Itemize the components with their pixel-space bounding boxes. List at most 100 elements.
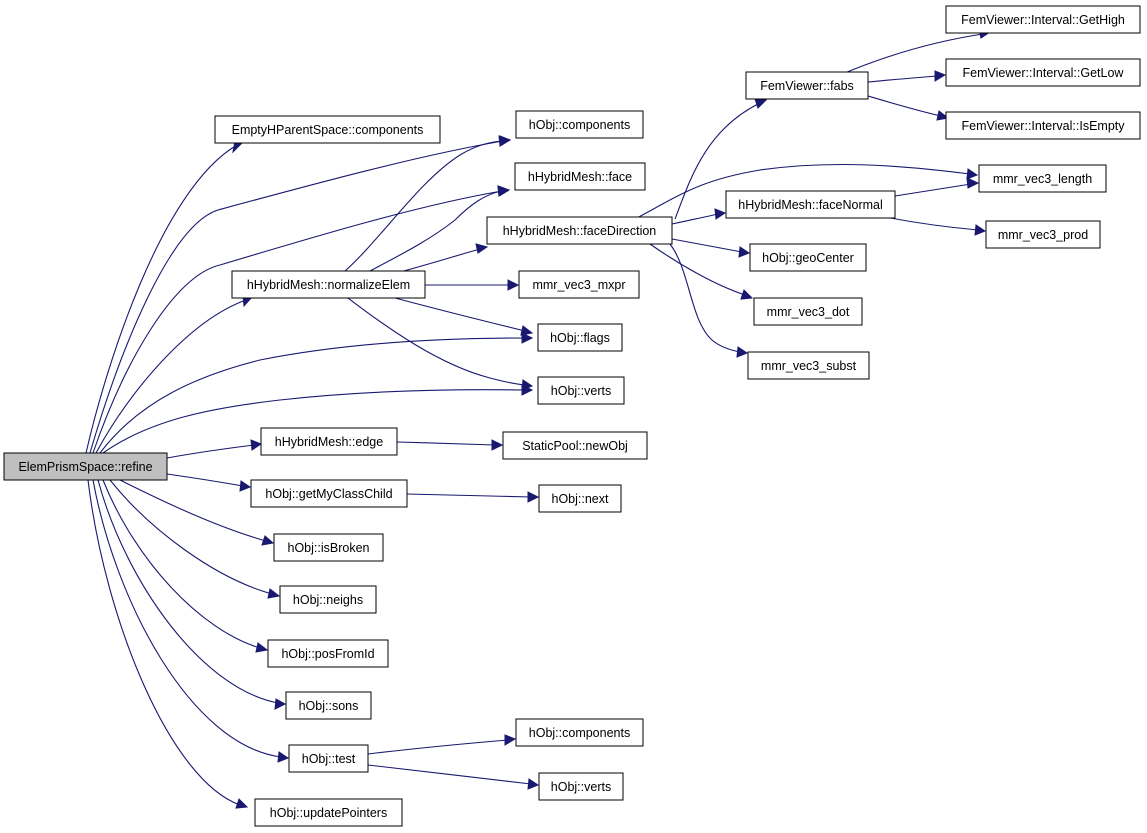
edge-refine-to-getmyclasschild [166, 473, 244, 487]
node-label: ElemPrismSpace::refine [18, 460, 152, 474]
node-hhybridmesh-face[interactable]: hHybridMesh::face [514, 162, 646, 191]
node-label: hObj::updatePointers [270, 806, 387, 820]
node-label: mmr_vec3_mxpr [532, 278, 625, 292]
node-interval-isempty[interactable]: FemViewer::Interval::IsEmpty [945, 111, 1141, 140]
edge-facedirection-to-facenormal [671, 213, 719, 225]
node-hobj-verts-top[interactable]: hObj::verts [537, 376, 625, 405]
edge-refine-to-test [92, 479, 282, 758]
node-mmr-vec3-prod[interactable]: mmr_vec3_prod [985, 220, 1101, 249]
node-label: hObj::next [552, 492, 610, 506]
node-label: hObj::verts [551, 780, 611, 794]
node-mmr-vec3-mxpr[interactable]: mmr_vec3_mxpr [518, 270, 640, 299]
node-mmr-vec3-dot[interactable]: mmr_vec3_dot [753, 297, 863, 326]
edge-arrowhead [267, 588, 281, 599]
node-hobj-verts-bottom[interactable]: hObj::verts [538, 772, 624, 801]
node-label: hObj::isBroken [288, 541, 370, 555]
edge-arrowhead [714, 208, 727, 220]
node-hhybridmesh-facedirection[interactable]: hHybridMesh::faceDirection [486, 216, 673, 245]
node-label: hObj::geoCenter [762, 251, 854, 265]
node-hobj-sons[interactable]: hObj::sons [285, 691, 372, 720]
node-hobj-geocenter[interactable]: hObj::geoCenter [749, 243, 867, 272]
node-hobj-isbroken[interactable]: hObj::isBroken [273, 533, 384, 562]
edge-getmyclasschild-to-next [406, 493, 532, 498]
edge-normalizeelem-to-hobj-verts [347, 297, 526, 386]
edge-arrowhead [261, 535, 275, 546]
call-edges [85, 28, 992, 809]
node-label: mmr_vec3_prod [998, 228, 1088, 242]
node-staticpool-newobj[interactable]: StaticPool::newObj [502, 431, 648, 460]
node-hobj-test[interactable]: hObj::test [288, 744, 369, 773]
node-mmr-vec3-subst[interactable]: mmr_vec3_subst [747, 351, 870, 380]
edge-arrowhead [274, 698, 287, 710]
node-label: hObj::getMyClassChild [265, 487, 392, 501]
node-label: hObj::posFromId [281, 647, 374, 661]
edge-arrowhead [499, 135, 512, 147]
edge-fabs-to-gethigh [839, 33, 984, 76]
node-label: hHybridMesh::normalizeElem [247, 278, 410, 292]
node-label: FemViewer::fabs [760, 79, 854, 93]
node-hobj-flags[interactable]: hObj::flags [537, 323, 623, 352]
edge-arrowhead [255, 642, 269, 653]
edge-facedirection-to-subst [669, 243, 741, 353]
node-label: mmr_vec3_length [993, 172, 1092, 186]
edge-refine-to-neighs [109, 479, 273, 595]
edge-arrowhead [974, 224, 987, 236]
node-label: FemViewer::Interval::GetLow [963, 66, 1125, 80]
node-hhybridmesh-edge[interactable]: hHybridMesh::edge [260, 427, 398, 456]
node-elemprismspace-refine[interactable]: ElemPrismSpace::refine [3, 452, 168, 481]
node-label: hObj::components [529, 118, 630, 132]
edge-arrowhead [527, 778, 540, 790]
edge-normalizeelem-to-hobj-flags [394, 297, 526, 332]
edge-facedirection-to-length [634, 163, 971, 220]
node-label: hHybridMesh::face [528, 170, 632, 184]
edge-arrowhead [966, 177, 980, 189]
node-hobj-neighs[interactable]: hObj::neighs [279, 585, 377, 614]
node-label: hObj::flags [550, 331, 610, 345]
node-hobj-posfromid[interactable]: hObj::posFromId [267, 639, 389, 668]
edge-arrowhead [507, 279, 520, 291]
node-label: FemViewer::Interval::IsEmpty [961, 119, 1125, 133]
node-label: hObj::neighs [293, 593, 363, 607]
node-hobj-updatepointers[interactable]: hObj::updatePointers [254, 798, 403, 827]
node-interval-getlow[interactable]: FemViewer::Interval::GetLow [945, 58, 1141, 87]
node-emptyhparentspace-components[interactable]: EmptyHParentSpace::components [214, 115, 441, 144]
edge-arrowhead [497, 185, 511, 197]
node-mmr-vec3-length[interactable]: mmr_vec3_length [978, 164, 1107, 193]
edge-fabs-to-isempty [867, 95, 942, 117]
edge-hhybridmesh-edge-to-newobj [396, 441, 496, 446]
node-label: hObj::verts [551, 384, 611, 398]
edge-arrowhead [520, 325, 534, 336]
edge-fabs-to-getlow [867, 75, 939, 83]
edge-arrowhead [235, 798, 249, 809]
node-label: hObj::test [302, 752, 356, 766]
edge-refine-to-hhybridmesh-edge [166, 444, 255, 459]
edge-normalizeelem-to-facedirection [399, 248, 481, 273]
node-label: hHybridMesh::edge [275, 435, 383, 449]
edge-refine-to-hobj-components [89, 140, 504, 454]
node-hobj-next[interactable]: hObj::next [538, 484, 622, 513]
edge-arrowhead [934, 70, 947, 82]
edge-facedirection-to-fabs [674, 102, 761, 220]
edge-arrowhead [521, 379, 534, 391]
edge-facedirection-to-dot [649, 243, 746, 296]
node-hhybridmesh-facenormal[interactable]: hHybridMesh::faceNormal [725, 190, 896, 219]
call-nodes: ElemPrismSpace::refine EmptyHParentSpace… [3, 5, 1141, 827]
node-label: FemViewer::Interval::GetHigh [961, 13, 1125, 27]
edge-arrowhead [250, 439, 263, 451]
node-femviewer-fabs[interactable]: FemViewer::fabs [745, 71, 869, 100]
node-hobj-components-top[interactable]: hObj::components [515, 110, 644, 139]
edge-refine-to-hhybridmesh-face [92, 190, 503, 454]
node-label: hHybridMesh::faceDirection [503, 224, 657, 238]
edge-arrowhead [504, 734, 517, 746]
edge-arrowhead [740, 289, 754, 300]
node-interval-gethigh[interactable]: FemViewer::Interval::GetHigh [945, 5, 1141, 34]
edge-refine-to-updatepointers [87, 479, 241, 806]
node-hhybridmesh-normalizeelem[interactable]: hHybridMesh::normalizeElem [231, 270, 426, 299]
edge-refine-to-emptyhparentspace-components [85, 144, 238, 454]
edge-normalizeelem-to-hobj-components [344, 140, 504, 272]
edge-refine-to-posfromid [102, 479, 261, 649]
node-hobj-getmyclasschild[interactable]: hObj::getMyClassChild [250, 479, 408, 508]
node-hobj-components-bottom[interactable]: hObj::components [515, 718, 644, 747]
edge-arrowhead [936, 110, 950, 121]
